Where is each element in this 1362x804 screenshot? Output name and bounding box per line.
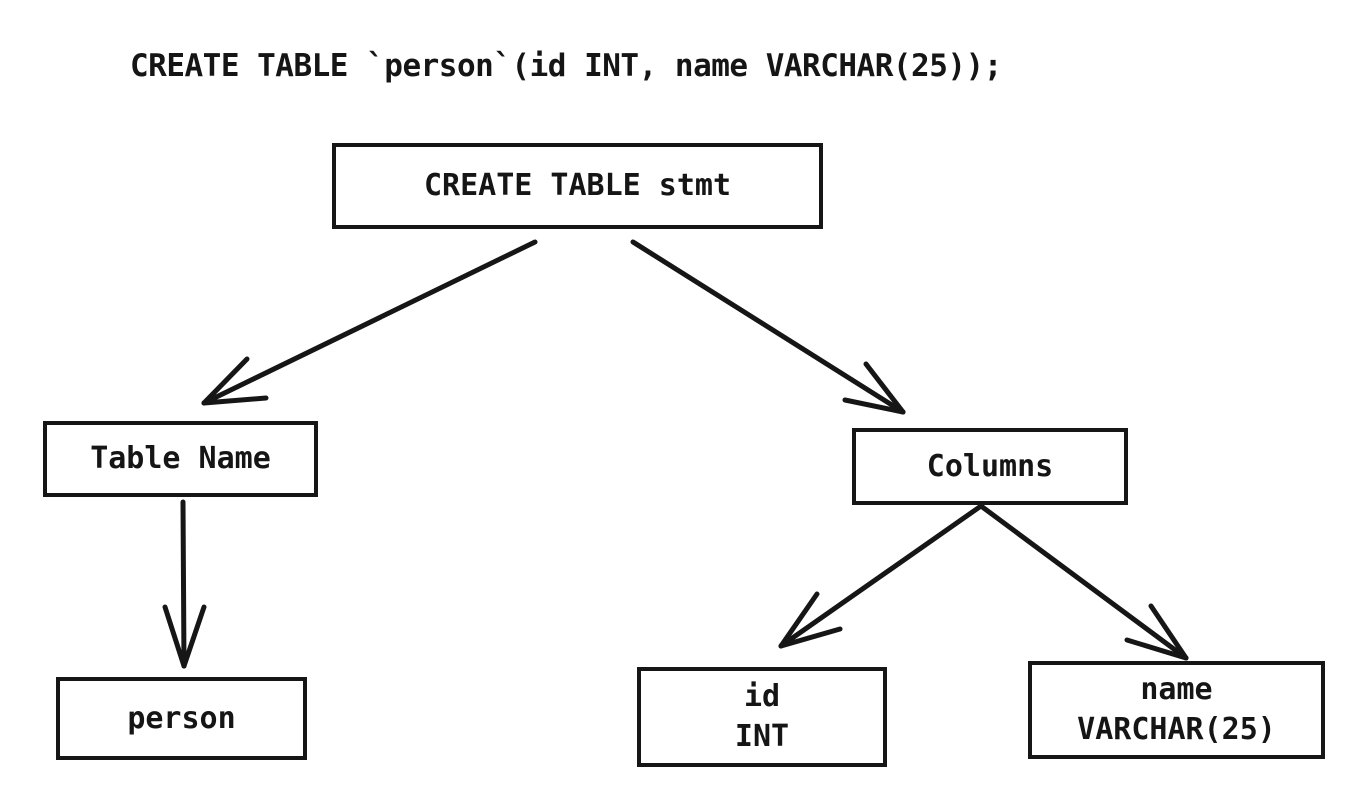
column-type-label: VARCHAR(25) (1077, 712, 1276, 747)
node-label: person (127, 700, 236, 736)
node-label: Columns (926, 448, 1054, 484)
node-id-int: id INT (637, 667, 887, 767)
edge-columns-to-name (978, 503, 1189, 661)
edge-columns-to-id (778, 503, 984, 649)
edge-table-name-to-person (162, 499, 207, 669)
node-label: CREATE TABLE stmt (423, 168, 732, 204)
node-columns: Columns (852, 428, 1128, 505)
edge-root-to-table-name (201, 239, 538, 406)
column-type-label: INT (734, 719, 790, 754)
column-name-label: name (1140, 672, 1213, 708)
sql-statement-text: CREATE TABLE `person`(id INT, name VARCH… (130, 48, 1002, 84)
node-create-table-stmt: CREATE TABLE stmt (332, 143, 823, 229)
node-table-name: Table Name (43, 421, 318, 497)
node-name-varchar: name VARCHAR(25) (1028, 661, 1325, 759)
column-name-label: id (743, 679, 781, 715)
node-label: Table Name (90, 441, 271, 477)
edge-root-to-columns (630, 239, 906, 415)
node-person: person (56, 677, 307, 760)
